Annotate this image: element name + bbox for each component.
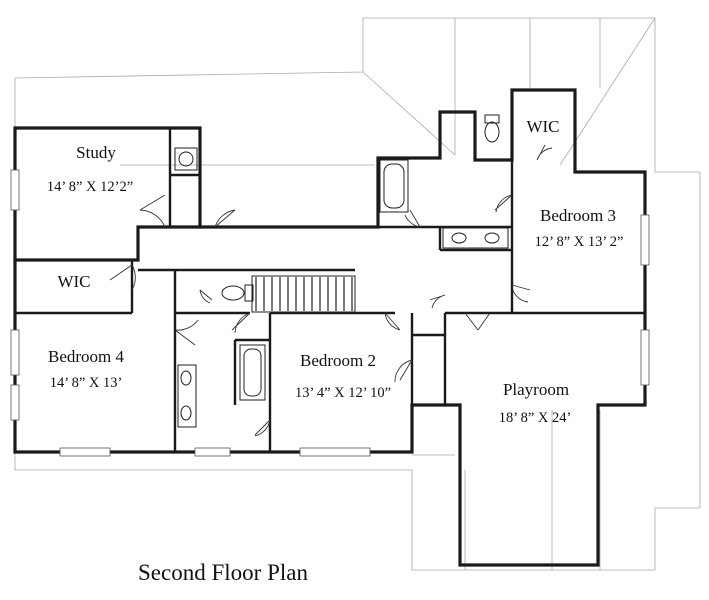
interior-walls: [15, 128, 645, 452]
bathtub: [379, 159, 409, 213]
study-dims: 14’ 8” X 12’2”: [47, 179, 133, 195]
doors: [109, 144, 553, 437]
exterior-walls: [13, 88, 647, 567]
bedroom-3-dims: 12’ 8” X 13’ 2”: [535, 234, 624, 250]
plan-caption: Second Floor Plan: [138, 560, 308, 585]
wic-left-label: WIC: [57, 272, 90, 291]
bedroom-4-label: Bedroom 4: [48, 347, 125, 366]
playroom-label: Playroom: [503, 380, 569, 399]
playroom-dims: 18’ 8” X 24’: [499, 410, 572, 426]
water-heater-icon: [174, 147, 198, 171]
bathtub: [239, 344, 266, 401]
toilet-icon: [484, 114, 500, 143]
roof-outline: [14, 17, 701, 571]
study-label: Study: [76, 143, 116, 162]
fixtures: [174, 114, 509, 428]
vanity: [442, 227, 509, 249]
bedroom-2-label: Bedroom 2: [300, 351, 376, 370]
bedroom-4-dims: 14’ 8” X 13’: [50, 375, 123, 391]
bedroom-2-dims: 13’ 4” X 12’ 10”: [295, 385, 391, 401]
vanity: [177, 364, 197, 428]
staircase: [251, 275, 356, 313]
bedroom-3-label: Bedroom 3: [540, 206, 616, 225]
windows: [10, 169, 650, 457]
toilet-icon: [221, 284, 254, 302]
wic-right-label: WIC: [526, 117, 559, 136]
room-labels: Study 14’ 8” X 12’2” WIC Bedroom 4 14’ 8…: [47, 117, 624, 426]
